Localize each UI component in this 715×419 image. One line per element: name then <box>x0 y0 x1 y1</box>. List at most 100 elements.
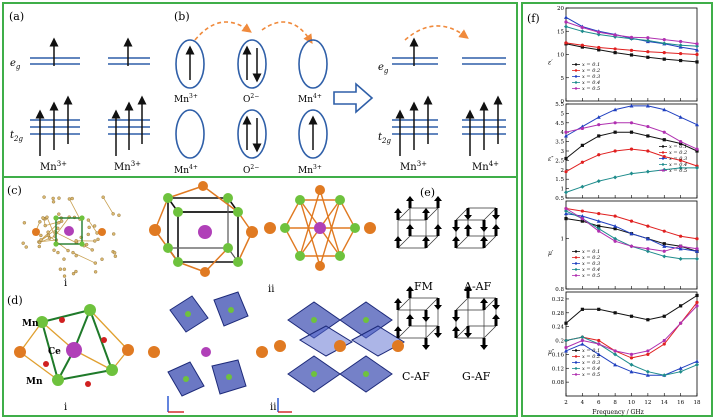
panel-e-label: (e) <box>420 186 435 199</box>
legend-entry-2: x = 0.2 <box>669 150 687 156</box>
octahedra-lattice <box>274 301 406 413</box>
data-point <box>596 219 601 223</box>
t2g-label-b: t2g <box>378 132 391 145</box>
data-point <box>645 103 650 108</box>
data-point <box>613 47 617 51</box>
data-point <box>597 338 601 343</box>
data-point <box>564 338 568 343</box>
y-tick-label: 0.2 <box>555 339 564 345</box>
data-point <box>662 41 667 46</box>
x-tick-label: 18 <box>694 400 701 406</box>
y-tick-label: 3.5 <box>555 140 564 146</box>
orbital-mn4-top <box>298 39 328 89</box>
data-point <box>662 338 666 343</box>
data-point <box>662 314 666 318</box>
y-tick-label: 5.5 <box>555 102 564 108</box>
order-fm: FM <box>414 280 433 293</box>
transition-arrow <box>333 82 374 114</box>
b-bottom-label-1: O2− <box>243 164 259 176</box>
panel-b-label: (b) <box>174 10 190 23</box>
y-axis-label: μ″ <box>548 349 555 356</box>
data-point <box>662 254 667 259</box>
data-point <box>629 53 634 57</box>
y-tick-label: 0.24 <box>552 325 565 331</box>
series-line-1 <box>565 295 698 324</box>
t2g-label: t2g <box>10 130 23 143</box>
data-point <box>695 44 699 49</box>
data-point <box>580 45 584 49</box>
data-point <box>679 51 683 56</box>
crystal-cube <box>149 181 258 277</box>
legend-entry-3: x = 0.3 <box>669 156 687 162</box>
data-point <box>613 121 617 125</box>
data-point <box>629 231 634 236</box>
data-point <box>580 209 584 213</box>
eg-label: eg <box>10 58 21 71</box>
data-point <box>695 359 699 363</box>
data-point <box>678 43 683 48</box>
y-axis-label: ε″ <box>548 156 554 163</box>
data-point <box>564 20 568 24</box>
data-point <box>695 249 699 253</box>
data-point <box>662 373 667 378</box>
data-point <box>564 130 568 134</box>
legend-entry-4: x = 0.4 <box>582 80 600 86</box>
x-tick-label: 10 <box>628 400 635 406</box>
octahedra-middle <box>148 291 268 413</box>
data-point <box>678 115 683 119</box>
data-point <box>679 234 683 238</box>
data-point <box>695 165 699 170</box>
data-point <box>695 52 699 57</box>
y-tick-label: 20 <box>557 6 564 12</box>
hop-arrow-3 <box>404 25 469 41</box>
data-point <box>646 352 650 356</box>
data-point <box>564 217 568 221</box>
data-point <box>662 138 666 142</box>
data-point <box>596 226 601 231</box>
data-point <box>678 246 683 251</box>
y-tick-label: 15 <box>557 29 564 35</box>
c-sub-i: i <box>64 278 67 289</box>
data-point <box>613 236 618 241</box>
molecule-ligand-cage <box>21 195 121 278</box>
data-point <box>613 214 617 218</box>
data-point <box>613 227 617 231</box>
legend-entry-1: x = 0.1 <box>582 62 600 68</box>
atom-label-mn: Mn <box>22 319 39 329</box>
panel-f-label: (f) <box>527 12 540 25</box>
data-point <box>679 140 683 144</box>
legend-entry-2: x = 0.2 <box>582 68 600 74</box>
data-point <box>613 107 618 112</box>
y-tick-label: 5 <box>561 111 565 117</box>
result-right-label: Mn4+ <box>472 160 499 173</box>
atom-label-mn-2: Mn <box>26 377 43 387</box>
data-point <box>580 338 584 343</box>
b-bottom-label-2: Mn3+ <box>298 164 322 176</box>
data-point <box>662 38 666 42</box>
legend-entry-3: x = 0.3 <box>582 360 600 366</box>
data-point <box>695 147 699 151</box>
data-point <box>564 345 568 350</box>
data-point <box>695 122 699 127</box>
data-point <box>646 50 650 54</box>
x-tick-label: 6 <box>597 400 601 406</box>
data-point <box>629 356 634 360</box>
data-point <box>580 184 585 189</box>
data-point <box>662 342 666 346</box>
y-tick-label: 1.5 <box>555 177 564 183</box>
data-point <box>580 219 584 223</box>
energy-levels-right <box>108 37 150 156</box>
data-point <box>564 133 568 138</box>
c-sub-ii: ii <box>268 284 274 295</box>
y-tick-label: 2.5 <box>555 158 564 164</box>
panel-c-label: (c) <box>7 184 22 197</box>
data-point <box>613 175 618 180</box>
y-tick-label: 0.5 <box>555 196 564 202</box>
data-point <box>662 51 666 55</box>
y-tick-label: 5 <box>561 76 565 82</box>
data-point <box>679 58 683 63</box>
orbital-mn4-bottom <box>175 109 205 159</box>
data-point <box>646 224 650 228</box>
